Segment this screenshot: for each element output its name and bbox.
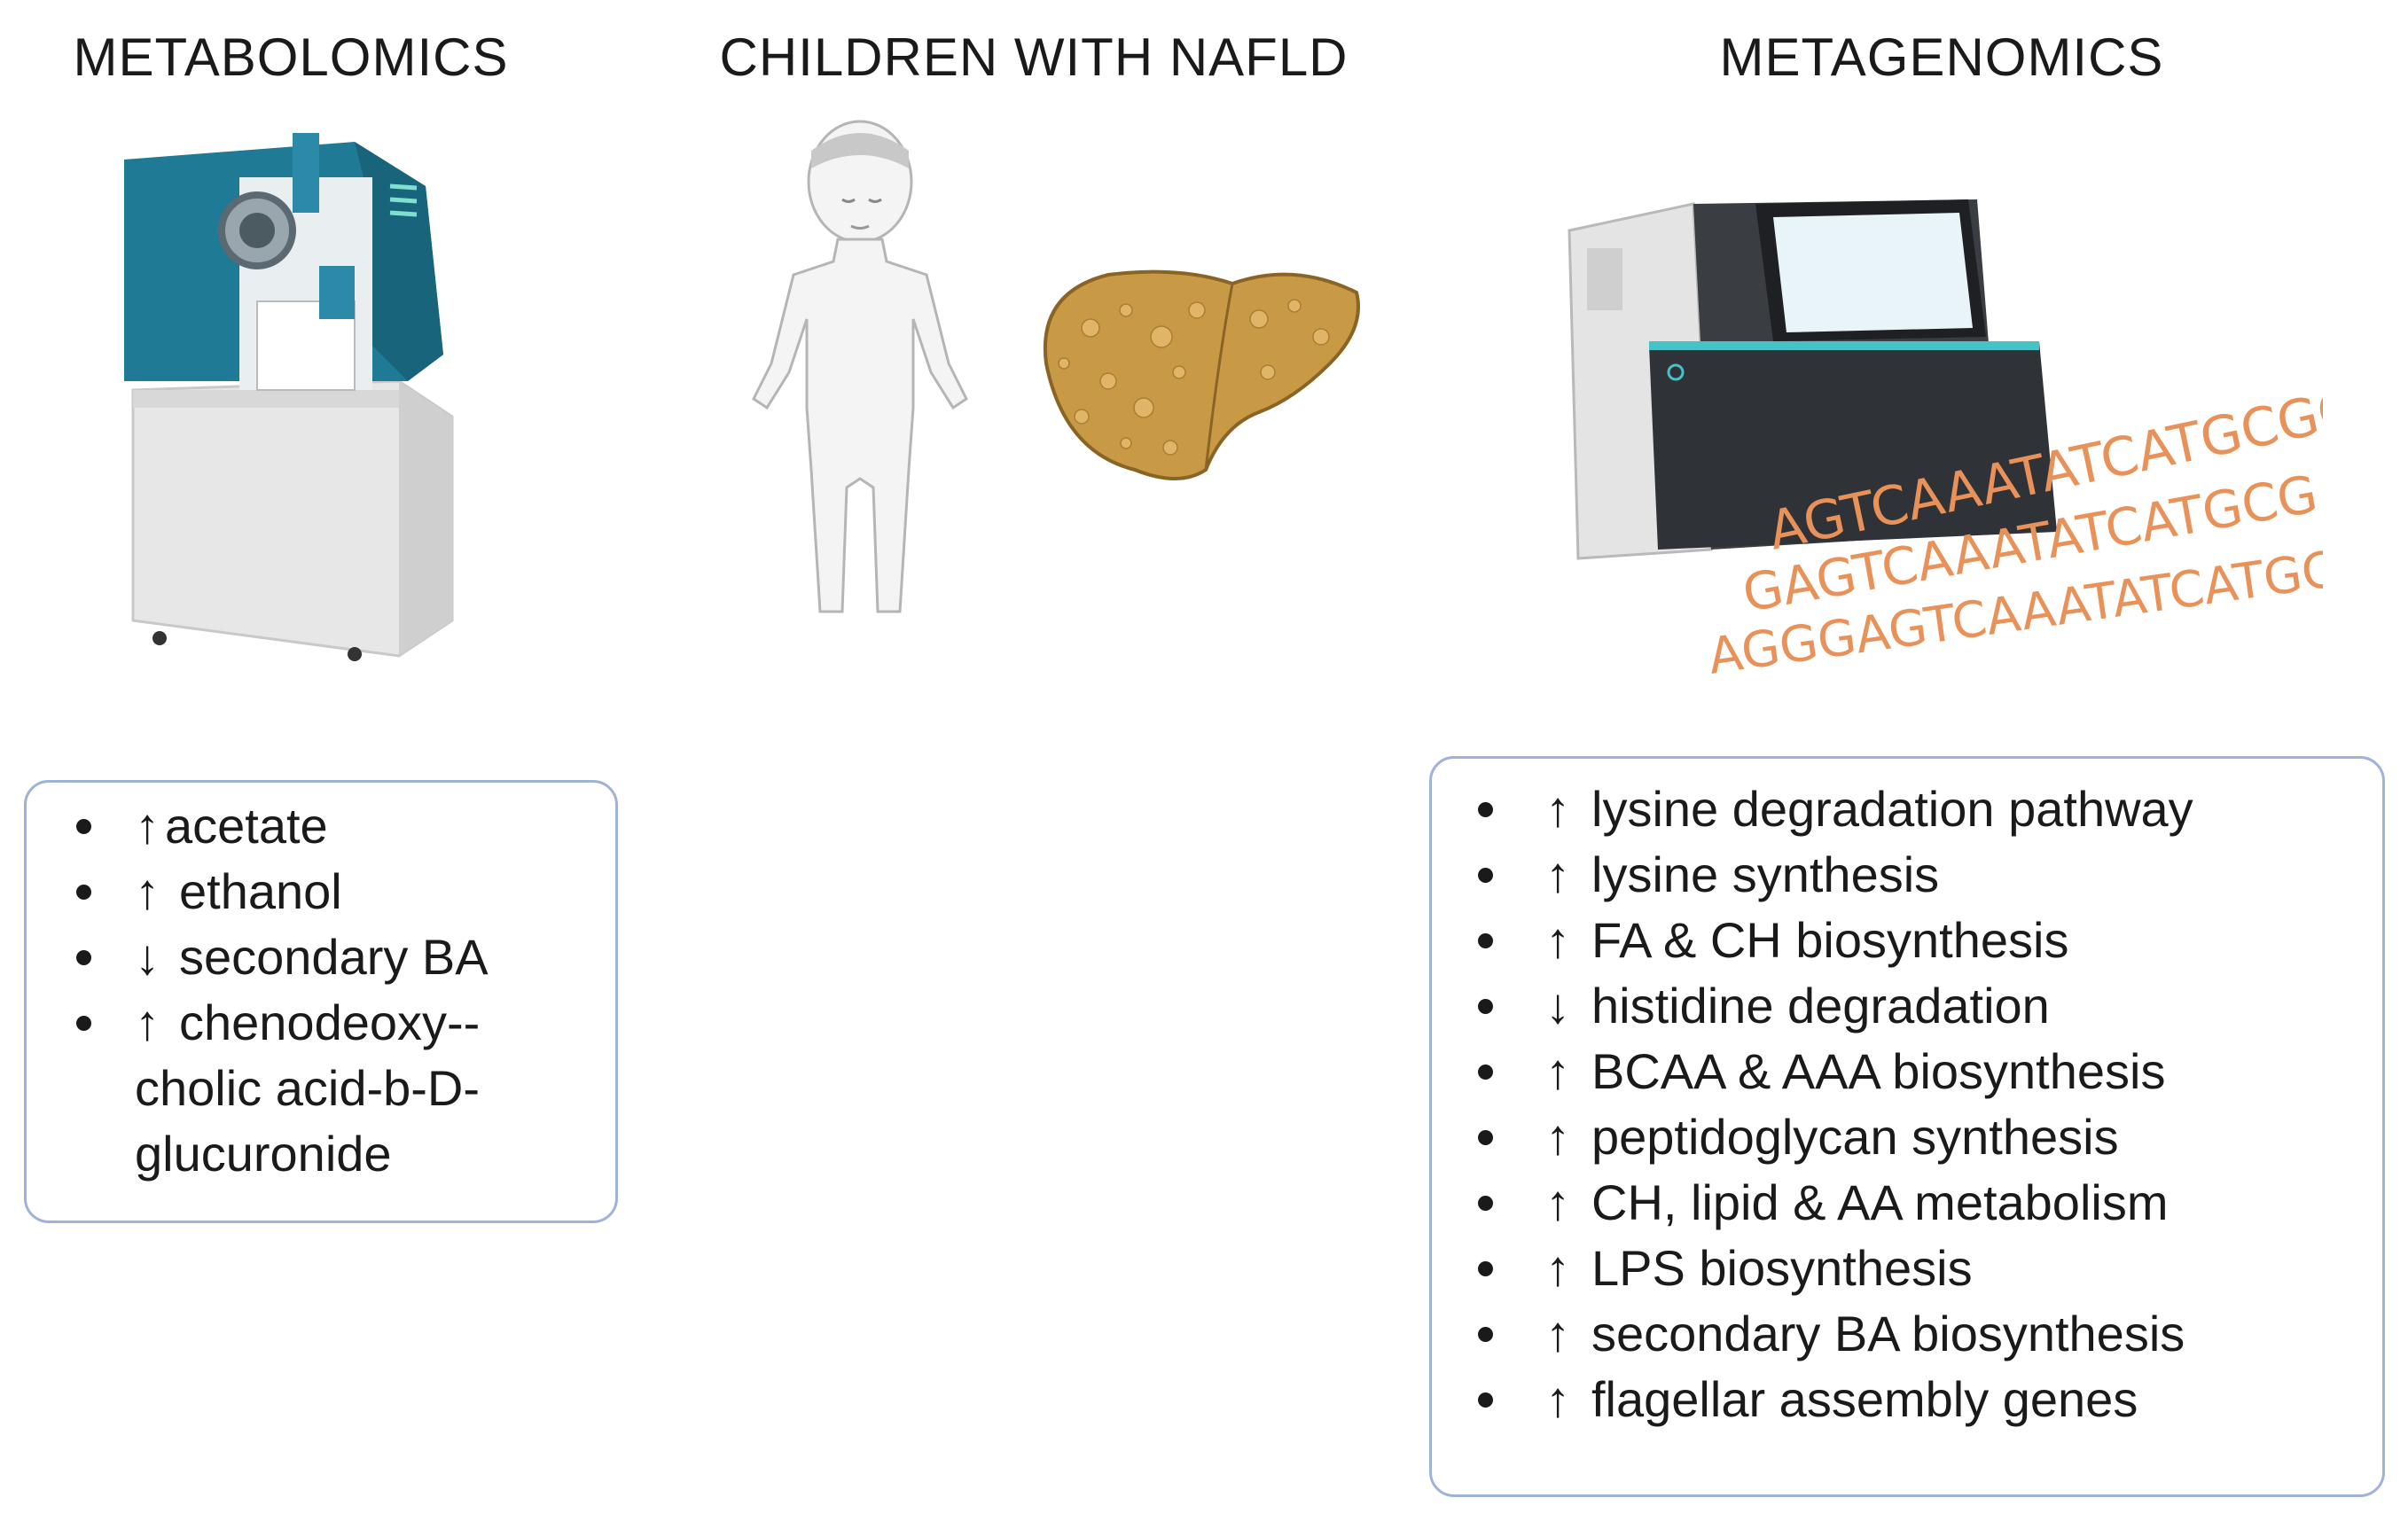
finding-text: secondary BA [179,929,489,985]
arrow-icon: ↑ [1545,846,1570,902]
bullet-icon [1478,1327,1493,1342]
bullet-icon [76,885,91,900]
finding-text: chenodeoxy-- [179,994,481,1050]
list-item: ↑ peptidoglycan synthesis [1432,1104,2365,1170]
list-item: ↓ histidine degradation [1432,973,2365,1039]
arrow-icon: ↑ [135,994,160,1050]
bullet-icon [76,819,91,834]
list-item: ↑acetate [27,793,598,859]
child-figure-icon [752,120,968,613]
arrow-icon: ↑ [1545,1306,1570,1361]
bullet-icon [1478,1261,1493,1276]
metabolomics-findings-box: ↑acetate ↑ethanol ↓secondary BA ↑chenode… [24,780,618,1223]
dna-sequencer-icon: AGTCAAATATCATGCGCAT GAGTCAAATATCATGCG AG… [1568,199,2323,686]
bullet-icon [1478,999,1493,1014]
finding-text: histidine degradation [1591,978,2050,1034]
list-item: ↑ FA & CH biosynthesis [1432,908,2365,973]
finding-text: BCAA & AAA biosynthesis [1591,1043,2166,1099]
arrow-icon: ↑ [1545,912,1570,968]
list-item: ↑ CH, lipid & AA metabolism [1432,1170,2365,1236]
bullet-icon [1478,933,1493,948]
fatty-liver-icon [1043,269,1360,480]
arrow-icon: ↑ [1545,1109,1570,1165]
list-item: ↑ ethanol [27,859,598,924]
arrow-icon: ↑ [1545,1174,1570,1230]
arrow-icon: ↑ [1545,1240,1570,1296]
heading-metagenomics: METAGENOMICS [1719,27,2164,87]
finding-text: lysine synthesis [1591,846,1940,902]
arrow-icon: ↑ [1545,1371,1570,1427]
finding-text: secondary BA biosynthesis [1591,1306,2185,1361]
finding-text: peptidoglycan synthesis [1591,1109,2119,1165]
bullet-icon [1478,1130,1493,1145]
metagenomics-findings-box: ↑ lysine degradation pathway ↑ lysine synth… [1429,756,2385,1497]
finding-text: FA & CH biosynthesis [1591,912,2069,968]
list-item: ↓ secondary BA [27,924,598,990]
arrow-icon: ↓ [1545,978,1570,1034]
arrow-icon: ↑ [135,798,160,854]
arrow-icon: ↑ [135,863,160,919]
list-item: ↑ lysine synthesis [1432,842,2365,908]
mass-spectrometer-icon [124,133,454,661]
bullet-icon [1478,868,1493,883]
bullet-icon [76,1016,91,1031]
finding-text: acetate [165,798,328,854]
heading-children-with-nafld: CHILDREN WITH NAFLD [719,27,1349,87]
list-item: ↑ flagellar assembly genes [1432,1367,2365,1432]
list-item: ↑ lysine degradation pathway [1432,776,2365,842]
list-item: ↑ BCAA & AAA biosynthesis [1432,1039,2365,1104]
finding-text: CH, lipid & AA metabolism [1591,1174,2169,1230]
finding-text: ethanol [179,863,342,919]
bullet-icon [1478,1065,1493,1080]
arrow-icon: ↑ [1545,781,1570,837]
arrow-icon: ↑ [1545,1043,1570,1099]
arrow-icon: ↓ [135,929,160,985]
heading-metabolomics: METABOLOMICS [73,27,509,87]
finding-text-continued: cholic acid-b-D- [135,1060,480,1116]
list-item: ↑ chenodeoxy-- cholic acid-b-D-glucuronide [27,990,598,1187]
list-item: ↑ LPS biosynthesis [1432,1236,2365,1301]
finding-text-continued: glucuronide [135,1126,392,1182]
bullet-icon [1478,1196,1493,1211]
bullet-icon [1478,802,1493,817]
list-item: ↑ secondary BA biosynthesis [1432,1301,2365,1367]
finding-text: LPS biosynthesis [1591,1240,1973,1296]
finding-text: lysine degradation pathway [1591,781,2193,837]
bullet-icon [1478,1392,1493,1408]
finding-text: flagellar assembly genes [1591,1371,2138,1427]
bullet-icon [76,950,91,965]
